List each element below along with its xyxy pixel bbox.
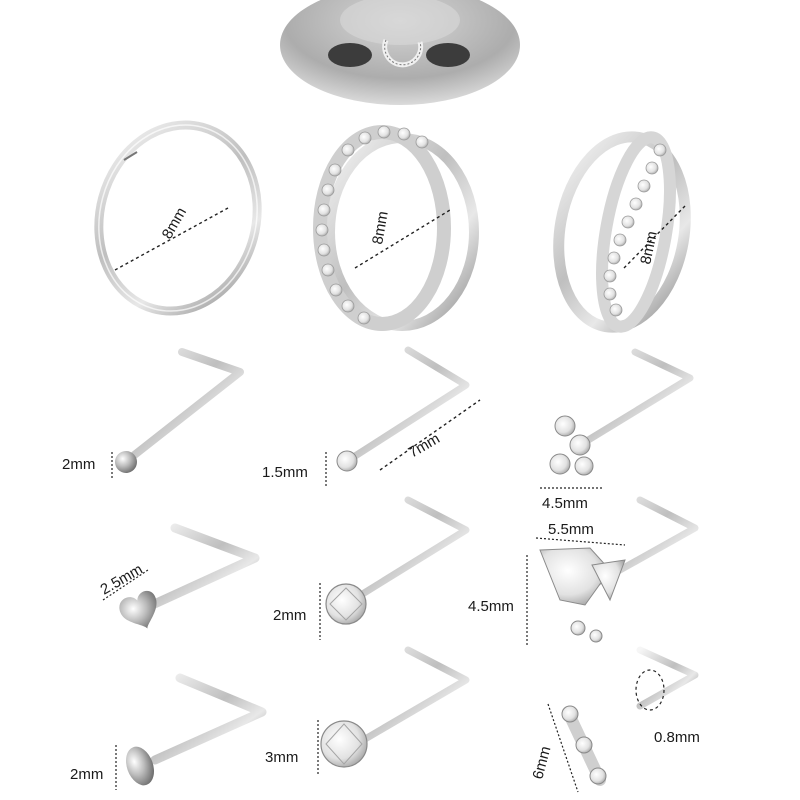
stud-butterfly-width-label: 5.5mm	[548, 521, 594, 538]
ring-cz-double: 8mm	[553, 131, 691, 333]
stud-cz-medium: 2mm	[273, 496, 470, 640]
ring-hinged-size-label: 8mm	[159, 205, 190, 242]
nose-model-photo	[280, 0, 520, 105]
stud-cz-small: 1.5mm 7mm	[262, 346, 481, 486]
stud-triple-bar: 6mm 0.8mm	[529, 646, 700, 793]
stud-ball-end: 2mm	[62, 348, 244, 480]
stud-trinity-width-label: 4.5mm	[542, 495, 588, 512]
ring-cz-double-size-label: 8mm	[637, 230, 661, 266]
stud-triple-bar-gauge-label: 0.8mm	[654, 729, 700, 746]
stud-triple-bar-length-label: 6mm	[529, 744, 554, 781]
stud-heart: 2.5mm	[98, 523, 260, 629]
ring-hinged-plain: 8mm	[94, 120, 262, 316]
stud-cz-large: 3mm	[265, 646, 470, 775]
stud-cz-small-gem-label: 1.5mm	[262, 464, 308, 481]
stud-cz-small-length-label: 7mm	[406, 430, 443, 461]
stud-flat-disc-size-label: 2mm	[70, 766, 103, 783]
stud-heart-size-label: 2.5mm	[98, 561, 146, 599]
stud-flat-disc: 2mm	[70, 673, 267, 790]
ring-cz-stones	[315, 125, 429, 325]
stud-butterfly-height-label: 4.5mm	[468, 598, 514, 615]
stud-trinity-cz: 4.5mm	[540, 348, 694, 512]
stud-cz-medium-size-label: 2mm	[273, 607, 306, 624]
stud-cz-large-size-label: 3mm	[265, 749, 298, 766]
stud-ball-size-label: 2mm	[62, 456, 95, 473]
ring-double-cz-stones	[603, 143, 667, 317]
septum-ring-worn	[382, 39, 424, 68]
ring-cz-clicker: 8mm	[313, 125, 479, 331]
ring-cz-clicker-size-label: 8mm	[369, 210, 392, 246]
stud-butterfly: 5.5mm 4.5mm	[468, 496, 699, 645]
